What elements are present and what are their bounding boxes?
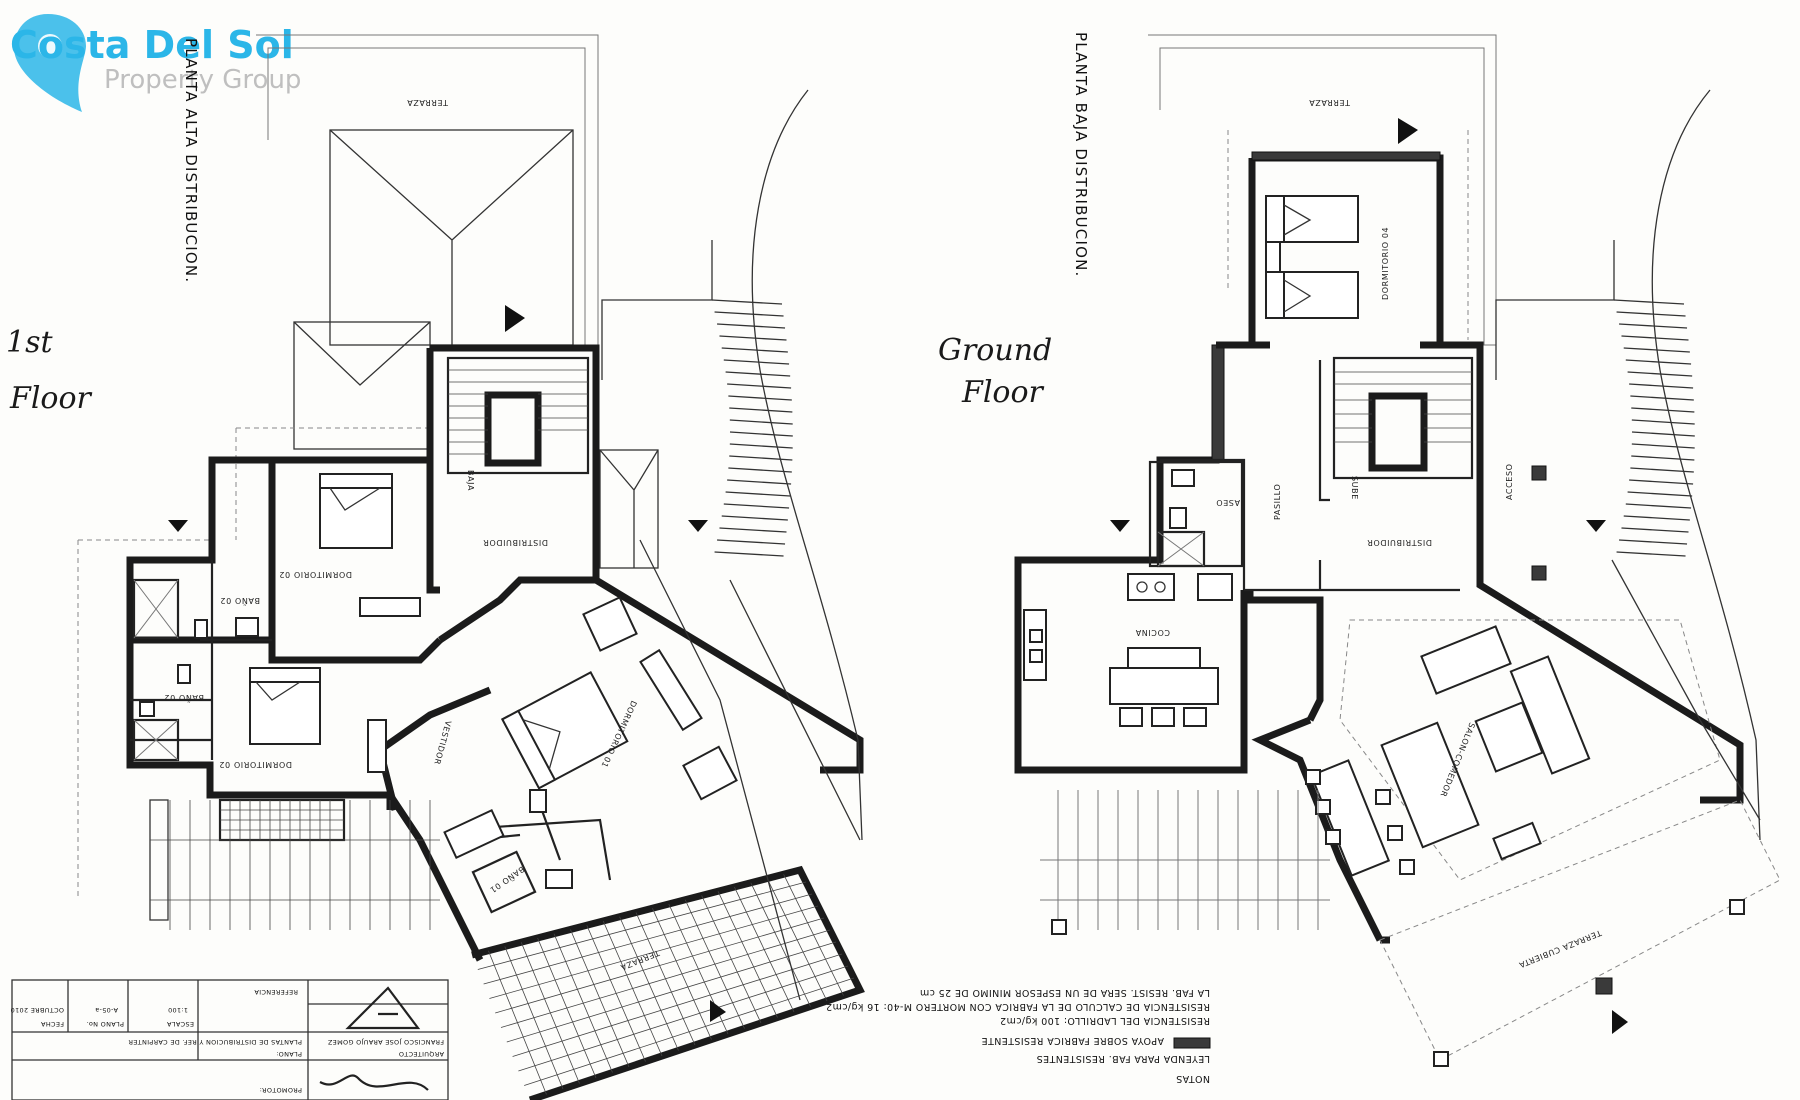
legend-note-1: RESISTENCIA DEL LADRILLO: 100 kg/cm2 — [1000, 1015, 1210, 1026]
legend-note-2: RESISTENCIA DE CALCULO DE LA FABRICA CON… — [826, 1001, 1210, 1012]
ground-section-marker-a-top — [1398, 118, 1418, 144]
ground-pergola — [1040, 790, 1330, 930]
legend-item: APOYA SOBRE FABRICA RESISTENTE — [981, 1035, 1164, 1046]
ground-walls — [1014, 341, 1744, 944]
upper-walls — [126, 344, 864, 962]
tb-escala: 1:100 — [168, 1006, 188, 1014]
ground-section-marker-b-left — [1110, 520, 1130, 532]
upper-stair: BAJA — [446, 356, 590, 491]
upper-label-dormitorio-02-bottom: DORMITORIO 02 — [219, 760, 292, 769]
upper-label-distribuidor: DISTRIBUIDOR — [483, 538, 548, 547]
ground-exterior-stair — [1613, 299, 1695, 557]
upper-bathroom-02-b: BAÑO 02 — [132, 664, 204, 762]
tb-fecha-label: FECHA — [41, 1020, 64, 1028]
legend-heading: LEYENDA PARA FAB. RESISTENTES — [1036, 1053, 1210, 1064]
structural-legend: NOTAS LEYENDA PARA FAB. RESISTENTES APOY… — [826, 987, 1211, 1084]
upper-handwritten-line2: Floor — [9, 381, 93, 416]
tb-plano-label: PLANO: — [276, 1050, 302, 1058]
logo-tagline: Property Group — [104, 65, 301, 95]
ground-section-marker-a-bottom — [1612, 1010, 1628, 1034]
ground-label-pasillo: PASILLO — [1273, 484, 1282, 520]
upper-label-vestidor: VESTIDOR — [432, 719, 453, 765]
architect-logo-icon — [345, 986, 421, 1030]
upper-bedroom-01: DORMITORIO 01 — [501, 596, 738, 801]
upper-bathroom-01: BAÑO 01 — [443, 789, 573, 914]
ground-bedroom-04: DORMITORIO 04 — [1248, 151, 1444, 349]
ground-salon-comedor: SALON-COMEDOR — [1305, 619, 1721, 881]
legend-notas: NOTAS — [1176, 1073, 1210, 1084]
ground-label-aseo: ASEO — [1216, 498, 1240, 507]
upper-label-dormitorio-02-top: DORMITORIO 02 — [279, 570, 352, 579]
upper-terrace-bottom: TERRAZA — [471, 865, 865, 1100]
upper-section-marker-a-top — [505, 305, 525, 332]
upper-roof-top — [329, 129, 574, 346]
upper-roof-left — [293, 321, 431, 450]
ground-handwritten-line1: Ground — [938, 333, 1052, 368]
ground-label-distribuidor: DISTRIBUIDOR — [1367, 538, 1432, 547]
company-logo: Costa Del Sol Property Group — [10, 14, 301, 112]
ground-label-cocina: COCINA — [1135, 628, 1170, 637]
ground-label-sube: SUBE — [1350, 476, 1359, 500]
tb-plano-no: A-05-a — [95, 1006, 118, 1014]
ground-section-marker-b-right — [1586, 520, 1606, 532]
tb-arquitecto-label: ARQUITECTO — [399, 1050, 444, 1058]
upper-section-marker-b-right — [688, 520, 708, 532]
ground-label-acceso: ACCESO — [1505, 463, 1514, 500]
title-block: PROMOTOR: PLANO: PLANTAS DE DISTRIBUCION… — [10, 979, 449, 1100]
ground-handwritten-line2: Floor — [961, 375, 1045, 410]
ground-label-terraza-cubierta: TERRAZA CUBIERTA — [1517, 928, 1603, 970]
ground-plan-title: PLANTA BAJA DISTRIBUCION. — [1072, 32, 1090, 277]
ground-stair: SUBE — [1332, 356, 1474, 500]
legend-note-3: LA FAB. RESIST. SERA DE UN ESPESOR MINIM… — [920, 987, 1210, 998]
legend-swatch — [1173, 1037, 1211, 1049]
ground-floor-plan: PLANTA BAJA DISTRIBUCION. Ground Floor T… — [826, 32, 1781, 1084]
tb-promotor-label: PROMOTOR: — [259, 1086, 302, 1094]
tb-referencia-label: REFERENCIA — [254, 988, 298, 996]
ground-acceso: ACCESO — [1505, 463, 1547, 581]
ground-label-dormitorio-04: DORMITORIO 04 — [1381, 227, 1390, 300]
upper-exterior-stair — [711, 299, 793, 557]
logo-name: Costa Del Sol — [10, 23, 294, 67]
tb-fecha: OCTUBRE 2010 — [10, 1006, 64, 1014]
ground-kitchen: COCINA — [1023, 573, 1233, 727]
upper-bathroom-02-a: BAÑO 02 — [132, 578, 260, 640]
upper-roof-right — [599, 449, 659, 569]
upper-handwritten-line1: 1st — [6, 325, 53, 360]
upper-floor-plan: PLANTA ALTA DISTRIBUCION. 1st Floor TERR… — [6, 34, 865, 1100]
tb-plano-no-label: PLANO No. — [86, 1020, 124, 1028]
upper-label-terraza-top: TERRAZA — [407, 98, 449, 107]
architect-signature-icon — [319, 1074, 429, 1091]
upper-section-marker-b-left — [168, 520, 188, 532]
upper-bedroom-02-top: DORMITORIO 02 — [279, 473, 421, 617]
upper-pergola — [149, 799, 440, 930]
tb-escala-label: ESCALA — [167, 1020, 194, 1028]
ground-label-terraza-top: TERRAZA — [1309, 98, 1351, 107]
upper-bedroom-02-bottom: DORMITORIO 02 — [219, 667, 387, 773]
upper-plan-title: PLANTA ALTA DISTRIBUCION. — [182, 38, 200, 283]
ground-aseo: ASEO — [1148, 460, 1244, 568]
upper-balcony-left — [218, 798, 346, 842]
upper-label-bano-01: BAÑO 01 — [488, 864, 527, 895]
tb-plano: PLANTAS DE DISTRIBUCION Y REF. DE CARPIN… — [128, 1038, 302, 1046]
tb-arquitecto: FRANCISCO JOSE ARAUJO GOMEZ — [327, 1038, 444, 1046]
upper-label-baja: BAJA — [466, 470, 475, 491]
map-pin-icon — [14, 14, 86, 112]
upper-label-bano-02-a: BAÑO 02 — [220, 596, 260, 606]
upper-section-marker-a-bottom — [710, 1000, 726, 1022]
upper-label-bano-02-b: BAÑO 02 — [164, 693, 204, 703]
